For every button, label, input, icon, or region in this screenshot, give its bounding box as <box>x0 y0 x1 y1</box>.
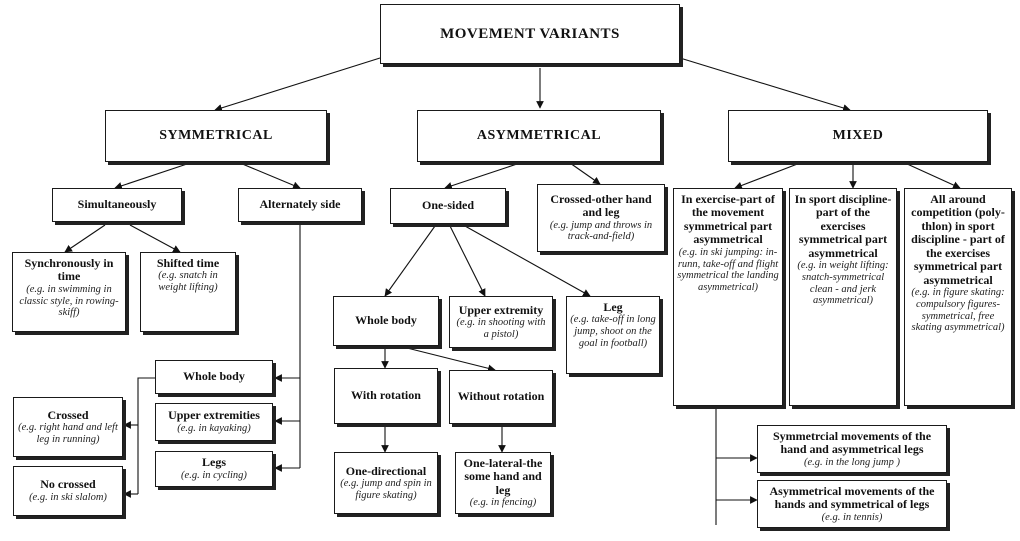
node-leg: Leg (e.g. take-off in long jump, shoot o… <box>566 296 660 374</box>
node-alternately-side-label: Alternately side <box>259 197 341 212</box>
node-leg-example: (e.g. take-off in long jump, shoot on th… <box>570 314 656 349</box>
node-no-crossed: No crossed (e.g. in ski slalom) <box>13 466 123 516</box>
node-without-rotation-label: Without rotation <box>457 389 545 404</box>
node-all-around-example: (e.g. in figure skating: compulsory figu… <box>911 287 1005 334</box>
node-simultaneously-label: Simultaneously <box>77 197 157 212</box>
node-sym-whole-body-label: Whole body <box>183 369 245 384</box>
node-one-lateral-example: (e.g. in fencing) <box>469 497 537 509</box>
arrow-onesided-wholebody <box>384 225 436 297</box>
arrow-sym-alternately <box>239 162 301 189</box>
category-mixed-label: MIXED <box>832 128 884 144</box>
node-without-rotation: Without rotation <box>449 370 553 424</box>
node-one-directional-label: One-directional <box>345 463 427 478</box>
node-no-crossed-label: No crossed <box>40 477 96 492</box>
node-sym-upper-extremities-example: (e.g. in kayaking) <box>177 422 251 434</box>
node-asym-whole-body: Whole body <box>333 296 439 346</box>
node-asym-whole-body-label: Whole body <box>355 313 417 328</box>
arrow-sim-shifted <box>129 224 181 253</box>
node-with-rotation-label: With rotation <box>351 388 421 403</box>
node-sym-hands-label: Symmetrcial movements of the hand and as… <box>772 428 932 457</box>
node-alternately-side: Alternately side <box>238 188 362 222</box>
node-asym-hands-example: (e.g. in tennis) <box>821 511 883 523</box>
node-crossed: Crossed (e.g. right hand and left leg in… <box>13 397 123 457</box>
node-all-around-label: All around competition (poly-thlon) in s… <box>911 192 1005 287</box>
node-synchronously-label: Synchronously in time <box>24 256 114 284</box>
node-upper-extremity-label: Upper extremity <box>458 302 544 317</box>
node-upper-extremity-example: (e.g. in shooting with a pistol) <box>456 316 546 340</box>
node-crossed-other: Crossed-other hand and leg (e.g. jump an… <box>537 184 665 252</box>
arrow-onesided-leg <box>464 225 591 297</box>
arrow-asym-crossed <box>569 162 601 185</box>
node-sym-hands-example: (e.g. in the long jump ) <box>804 456 900 468</box>
node-exercise-part-example: (e.g. in ski jumping: in-runn, take-off … <box>677 246 779 293</box>
arrow-sim-synchronously <box>64 224 106 253</box>
node-one-sided: One-sided <box>390 188 506 224</box>
node-asym-hands-label: Asymmetrical movements of the hands and … <box>769 483 935 512</box>
node-sym-legs: Legs (e.g. in cycling) <box>155 451 273 487</box>
title-box: MOVEMENT VARIANTS <box>380 4 680 64</box>
node-sym-upper-extremities: Upper extremities (e.g. in kayaking) <box>155 403 273 441</box>
node-exercise-part-label: In exercise-part of the movement symmetr… <box>681 192 775 247</box>
node-exercise-part: In exercise-part of the movement symmetr… <box>673 188 783 406</box>
node-sport-discipline: In sport discipline-part of the exercise… <box>789 188 897 406</box>
node-simultaneously: Simultaneously <box>52 188 182 222</box>
line-wholebody-left <box>137 377 155 494</box>
arrow-title-mixed <box>679 57 851 112</box>
category-asymmetrical: ASYMMETRICAL <box>417 110 661 162</box>
node-upper-extremity: Upper extremity (e.g. in shooting with a… <box>449 296 553 348</box>
node-one-directional-example: (e.g. jump and spin in figure skating) <box>340 477 432 501</box>
node-one-sided-label: One-sided <box>421 198 474 213</box>
arrow-asym-onesided <box>444 162 521 190</box>
category-symmetrical: SYMMETRICAL <box>105 110 327 162</box>
node-shifted-time-label: Shifted time <box>156 256 220 270</box>
node-sym-upper-extremities-label: Upper extremities <box>168 408 260 423</box>
node-one-lateral-label: One-lateral-the some hand and leg <box>463 455 543 497</box>
arrow-mixed-allaround <box>904 162 961 189</box>
node-crossed-other-example: (e.g. jump and throws in track-and-field… <box>549 219 653 243</box>
arrow-onesided-upper <box>449 225 486 297</box>
node-synchronously: Synchronously in time (e.g. in swimming … <box>12 252 126 332</box>
arrow-sym-simultaneously <box>114 162 191 190</box>
node-sym-hands: Symmetrcial movements of the hand and as… <box>757 425 947 473</box>
node-no-crossed-example: (e.g. in ski slalom) <box>29 491 107 503</box>
node-with-rotation: With rotation <box>334 368 438 424</box>
node-sym-legs-example: (e.g. in cycling) <box>181 469 247 481</box>
arrow-title-symmetrical <box>214 57 381 112</box>
node-sport-discipline-example: (e.g. in weight lifting: snatch-symmetri… <box>797 260 889 307</box>
node-sport-discipline-label: In sport discipline-part of the exercise… <box>794 192 892 260</box>
node-leg-label: Leg <box>603 300 623 314</box>
node-asym-hands: Asymmetrical movements of the hands and … <box>757 480 947 528</box>
node-crossed-other-label: Crossed-other hand and leg <box>550 191 652 220</box>
node-crossed-label: Crossed <box>47 407 89 422</box>
category-symmetrical-label: SYMMETRICAL <box>159 128 273 144</box>
node-all-around: All around competition (poly-thlon) in s… <box>904 188 1012 406</box>
node-synchronously-example: (e.g. in swimming in classic style, in r… <box>19 283 119 319</box>
category-mixed: MIXED <box>728 110 988 162</box>
node-one-lateral: One-lateral-the some hand and leg (e.g. … <box>455 452 551 514</box>
arrow-mixed-exercise <box>734 162 801 190</box>
node-sym-whole-body: Whole body <box>155 360 273 394</box>
category-asymmetrical-label: ASYMMETRICAL <box>476 128 602 144</box>
node-crossed-example: (e.g. right hand and left leg in running… <box>18 421 118 445</box>
node-shifted-time: Shifted time (e.g. snatch in weight lift… <box>140 252 236 332</box>
arrow-wb-withoutrotation <box>394 344 496 373</box>
node-sym-legs-label: Legs <box>202 455 226 470</box>
diagram-title: MOVEMENT VARIANTS <box>440 25 620 42</box>
node-one-directional: One-directional (e.g. jump and spin in f… <box>334 452 438 514</box>
node-shifted-time-example: (e.g. snatch in weight lifting) <box>158 270 218 294</box>
